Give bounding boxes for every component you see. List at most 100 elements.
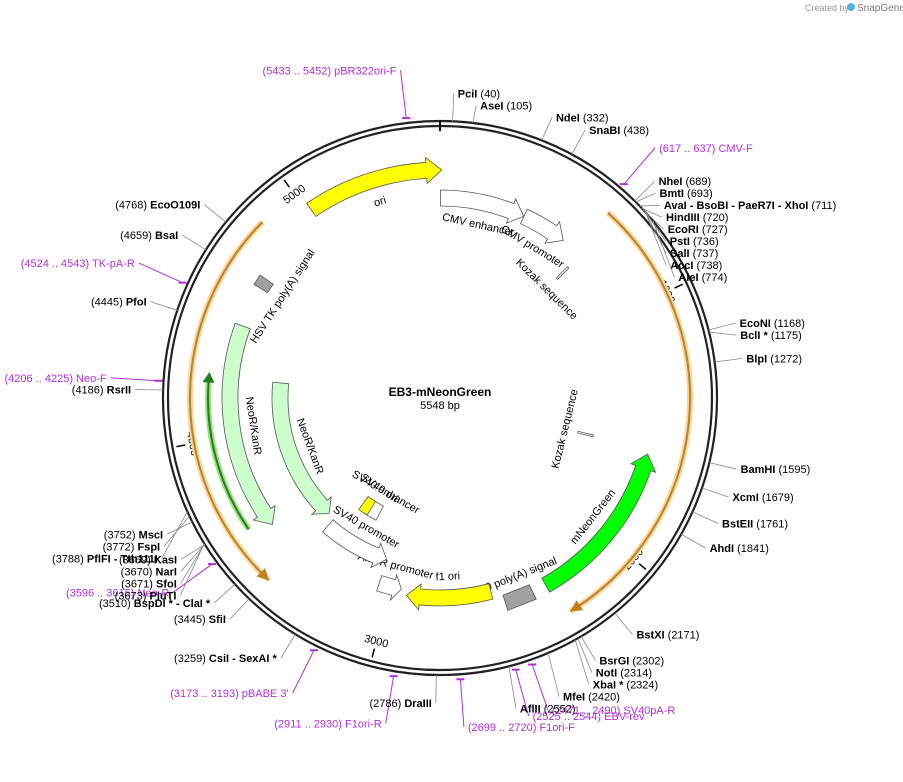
enzyme-label-3259: (3259) CsiI - SexAI * [174, 653, 277, 665]
enzyme-name: NheI [659, 176, 686, 188]
enzyme-pos: (2314) [620, 667, 652, 679]
enzyme-leader-2314 [577, 638, 593, 673]
enzyme-pos: (3673) [115, 590, 150, 602]
enzyme-label-3669: (3669) KasI [119, 554, 177, 566]
enzyme-pos: (1841) [737, 543, 769, 555]
enzyme-leader-738 [645, 212, 667, 266]
primers: (5433 .. 5452) pBR322ori-F (617 .. 637) C… [4, 65, 752, 734]
enzyme-name: PstI [670, 236, 693, 248]
watermark-prefix: Created by [805, 3, 850, 13]
enzyme-pos: (332) [583, 112, 609, 124]
enzyme-name: PluTI [150, 590, 177, 602]
plasmid-size: 5548 bp [420, 400, 460, 412]
green-arc-head [202, 372, 215, 383]
tick-4000 [176, 444, 186, 448]
enzyme-name: AflII [520, 703, 544, 715]
enzyme-label-2314: NotI (2314) [596, 667, 652, 679]
enzyme-label-4445: (4445) PfoI [91, 297, 147, 309]
enzyme-label-3510: (3510) BspDI * - ClaI * [99, 598, 211, 610]
enzyme-name: AseI [480, 100, 506, 112]
enzyme-pos: (3669) [119, 554, 154, 566]
enzyme-leader-3445 [229, 598, 250, 620]
enzyme-label-105: AseI (105) [480, 100, 532, 112]
enzyme-label-2171: BstXI (2171) [636, 630, 699, 642]
enzyme-leader-4768 [204, 204, 227, 223]
enzyme-pos: (1272) [770, 353, 802, 365]
enzyme-label-2552: AflII (2552) [520, 703, 576, 715]
primer-label-Neo-F: (4206 .. 4225) Neo-F [4, 373, 106, 385]
enzyme-leader-2302 [580, 636, 596, 661]
orange-arcs [187, 210, 693, 614]
enzyme-label-1272: BlpI (1272) [746, 353, 802, 365]
enzyme-name: AvaI - BsoBI - PaeR7I - XhoI [664, 200, 812, 212]
enzyme-label-737: SalI (737) [670, 248, 718, 260]
enzyme-pos: (1168) [774, 318, 805, 330]
enzyme-name: SfoI [156, 578, 177, 590]
enzyme-name: BspDI * - ClaI * [134, 598, 211, 610]
primer-label-EBV-rev: (2525 .. 2544) EBV-rev [533, 711, 645, 723]
enzyme-leader-1168 [708, 322, 736, 331]
enzyme-name: NarI [156, 566, 177, 578]
enzyme-pos: (3259) [174, 653, 209, 665]
feature-label-neor-kanr-outer: NeoR/KanR [243, 396, 264, 456]
enzyme-label-4659: (4659) BsaI [120, 230, 178, 242]
enzyme-pos: (2324) [626, 679, 658, 691]
feature-ampr-promoter [376, 573, 402, 602]
enzyme-pos: (2171) [668, 630, 700, 642]
enzyme-pos: (2420) [588, 691, 620, 703]
enzyme-pos: (1761) [756, 518, 788, 530]
enzyme-leader-2420 [547, 652, 560, 697]
enzyme-name: PfoI [126, 297, 147, 309]
backbone [161, 119, 719, 677]
enzyme-pos: (3671) [121, 578, 156, 590]
green-arc [207, 377, 250, 530]
enzyme-pos: (3752) [104, 529, 139, 541]
enzyme-label-736: PstI (736) [670, 236, 719, 248]
enzyme-label-774: AleI (774) [678, 272, 727, 284]
enzyme-pos: (2552) [544, 703, 576, 715]
enzyme-leader-720 [641, 207, 663, 218]
enzyme-name: AleI [678, 272, 701, 284]
enzyme-name: BsrGI [599, 655, 632, 667]
feature-cmv-enhancer [440, 189, 525, 224]
enzyme-name: HindIII [666, 212, 703, 224]
enzyme-leader-774 [652, 220, 675, 278]
primer-label-pBR322ori-F: (5433 .. 5452) pBR322ori-F [263, 65, 397, 77]
enzyme-pos: (3788) [52, 553, 87, 565]
enzyme-label-438: SnaBI (438) [589, 125, 649, 137]
feature-mneongreen [541, 453, 657, 593]
enzyme-label-727: EcoRI (727) [668, 224, 728, 236]
primer-label-CMV-F: (617 .. 637) CMV-F [659, 143, 753, 155]
tick-3000 [371, 648, 376, 658]
feature-ori [306, 156, 443, 218]
orange-arc-head-1 [256, 568, 269, 581]
enzyme-pos: (689) [685, 176, 711, 188]
enzyme-name: AccI [670, 260, 696, 272]
enzyme-name: EcoO109I [150, 199, 200, 211]
feature-label-sv40-ori: SV40 ori [358, 472, 400, 506]
enzyme-leader-3510 [213, 583, 236, 604]
enzyme-name: SfiI [209, 614, 226, 626]
enzyme-pos: (1175) [771, 330, 802, 342]
feature-cmv-promoter [519, 208, 564, 244]
feature-hsv-tk-polya-signal [253, 274, 274, 294]
enzyme-pos: (3510) [99, 598, 134, 610]
enzyme-leader-1272 [714, 357, 743, 363]
enzyme-leader-3670 [180, 543, 206, 572]
enzyme-leader-3259 [280, 634, 296, 659]
enzyme-name: CsiI - SexAI * [209, 653, 278, 665]
enzyme-name: MfeI [563, 691, 588, 703]
enzyme-pos: (2786) [369, 698, 404, 710]
enzyme-name: BclI * [740, 330, 771, 342]
enzyme-label-1841: AhdI (1841) [710, 543, 769, 555]
enzyme-leader-2171 [614, 612, 633, 635]
enzyme-label-2420: MfeI (2420) [563, 691, 620, 703]
enzyme-pos: (774) [702, 272, 728, 284]
tick-1000 [674, 283, 683, 289]
primer-leader-Neo-F [110, 377, 159, 382]
feature-kozak-sequence-2 [577, 430, 595, 438]
enzyme-pos: (738) [697, 260, 723, 272]
feature-f1-ori [405, 583, 494, 611]
enzyme-leader-4445 [150, 301, 178, 311]
